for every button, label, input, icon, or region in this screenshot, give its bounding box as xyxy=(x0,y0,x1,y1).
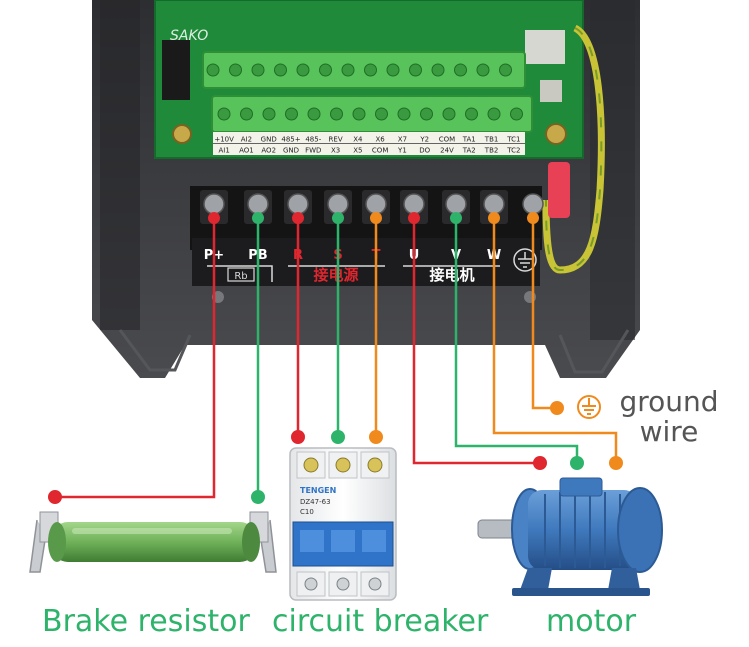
control-terminal-label: AI1 xyxy=(218,147,229,155)
terminal-screws-upper xyxy=(206,63,512,77)
terminal-screw xyxy=(307,107,321,121)
power-terminal-screw xyxy=(327,193,349,215)
control-terminal-label: TB1 xyxy=(484,136,499,144)
terminal-screw xyxy=(454,63,467,77)
control-terminal-label: GND xyxy=(261,136,277,144)
control-labels-bottom: AI1 AO1 AO2 GND FWD X3 X5 COM Y1 DO 24V TA2 TB2 TC2 xyxy=(218,147,520,155)
control-terminal-label: TA2 xyxy=(462,147,476,155)
terminal-screw xyxy=(442,107,456,121)
control-terminal-label: X6 xyxy=(376,136,386,144)
ground-caption-line1: ground xyxy=(619,385,719,418)
control-terminal-label: COM xyxy=(372,147,388,155)
breaker-brand: TENGEN xyxy=(300,486,336,495)
power-terminal-screw xyxy=(365,193,387,215)
terminal-screws-lower xyxy=(217,107,523,121)
control-terminal-label: COM xyxy=(439,136,455,144)
control-terminal-label: X5 xyxy=(353,147,362,155)
control-terminal-label: TA1 xyxy=(462,136,476,144)
control-terminal-label: TC1 xyxy=(506,136,520,144)
terminal-screw xyxy=(217,107,231,121)
control-terminal-label: AO1 xyxy=(239,147,254,155)
terminal-screw xyxy=(251,63,265,77)
terminal-screw xyxy=(510,107,523,121)
circuit-breaker-image xyxy=(289,447,397,601)
control-terminal-label: REV xyxy=(329,136,343,144)
control-terminal-label: X3 xyxy=(331,147,340,155)
wire-dots xyxy=(48,212,623,504)
terminal-screw xyxy=(319,63,332,77)
power-terminal-screw xyxy=(445,193,467,215)
terminal-screw xyxy=(296,63,310,77)
terminal-screw xyxy=(499,63,512,77)
control-terminal-label: FWD xyxy=(305,147,321,155)
control-labels-top: +10V AI2 GND 485+ 485- REV X4 X6 X7 Y2 COM TA1 TB1 TC… xyxy=(214,136,520,144)
power-label-underlines xyxy=(207,265,500,282)
input-power-label: 接电源 xyxy=(313,266,358,284)
ground-wire-caption: ground wire xyxy=(614,387,724,447)
power-terminal-screw xyxy=(203,193,225,215)
motor-image xyxy=(477,477,663,596)
terminal-screw xyxy=(375,107,388,121)
control-terminal-label: AO2 xyxy=(261,147,276,155)
control-terminal-label: TC2 xyxy=(506,147,520,155)
terminal-screw xyxy=(352,107,366,121)
circuit-breaker-caption: circuit breaker xyxy=(272,604,489,639)
control-terminal-label: TB2 xyxy=(484,147,499,155)
rb-label: Rb xyxy=(234,271,247,282)
control-terminal-label: Y2 xyxy=(419,136,429,144)
terminal-screw xyxy=(420,107,433,121)
terminal-screw xyxy=(206,63,220,77)
control-terminal-label: 24V xyxy=(440,147,454,155)
control-terminal-label: X4 xyxy=(353,136,363,144)
ground-icon xyxy=(577,395,601,419)
terminal-screw xyxy=(465,107,478,121)
terminal-screw xyxy=(386,63,400,77)
terminal-screw xyxy=(262,107,276,121)
terminal-screw xyxy=(476,63,490,77)
control-terminal-label: GND xyxy=(283,147,299,155)
power-terminal-screw xyxy=(483,193,505,215)
svg-text:SAKO: SAKO xyxy=(170,28,208,44)
wires xyxy=(55,218,618,499)
breaker-rating: C10 xyxy=(300,508,314,516)
ground-terminal-screw xyxy=(522,193,544,215)
terminal-screw xyxy=(285,107,298,121)
breaker-model: DZ47-63 xyxy=(300,498,331,506)
control-terminal-label: AI2 xyxy=(241,136,252,144)
terminal-screw xyxy=(240,107,253,121)
terminal-screw xyxy=(431,63,445,77)
terminal-screw xyxy=(409,63,422,77)
ground-caption-line2: wire xyxy=(639,415,699,448)
power-terminal-screw xyxy=(247,193,269,215)
control-terminal-label: X7 xyxy=(398,136,407,144)
terminal-screw xyxy=(364,63,377,77)
terminal-screw xyxy=(330,107,343,121)
terminal-screw xyxy=(397,107,411,121)
terminal-screw xyxy=(341,63,355,77)
green-terminal-block-lower xyxy=(211,95,533,133)
control-terminal-label: Y1 xyxy=(397,147,407,155)
power-terminal-screw xyxy=(287,193,309,215)
brake-resistor-image xyxy=(29,511,277,573)
motor-connection-label: 接电机 xyxy=(429,266,474,284)
control-terminal-label: +10V xyxy=(214,136,234,144)
power-terminal-screw xyxy=(403,193,425,215)
terminal-screw xyxy=(229,63,242,77)
motor-caption: motor xyxy=(546,604,637,639)
control-terminal-label: 485+ xyxy=(281,136,300,144)
terminal-screw xyxy=(487,107,501,121)
ground-lug xyxy=(548,162,570,218)
control-label-strip xyxy=(213,132,525,155)
control-terminal-label: 485- xyxy=(305,136,321,144)
control-terminal-label: DO xyxy=(419,147,430,155)
terminal-screw xyxy=(274,63,287,77)
power-terminal-screws xyxy=(200,190,544,224)
ground-terminal-icon xyxy=(513,248,537,272)
brake-resistor-caption: Brake resistor xyxy=(42,604,250,639)
